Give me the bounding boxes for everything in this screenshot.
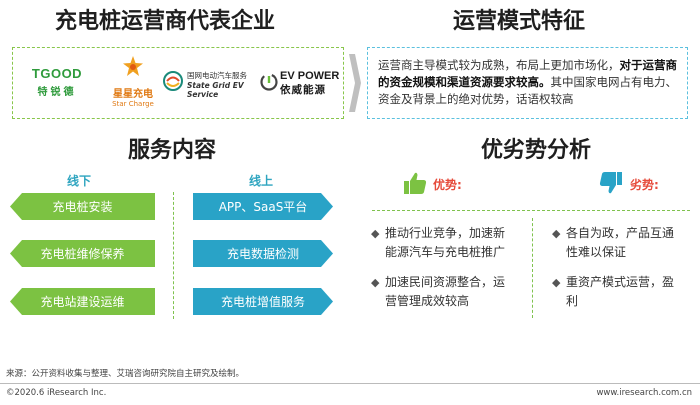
- mode-features-title: 运营模式特征: [453, 9, 586, 34]
- state-grid-en: State Grid EV Service: [187, 81, 244, 99]
- offline-item-maintenance: 充电桩维修保养: [10, 240, 155, 267]
- disadvantage-line: 重资产模式运营，盈: [566, 275, 675, 289]
- tgood-logo: TGOOD 特锐德: [23, 66, 91, 98]
- features-text-bold: 对于运营商的资金规模和渠道资源要求较高。: [378, 58, 677, 89]
- analysis-divider-h: [372, 210, 690, 211]
- disadvantage-label: 劣势:: [630, 178, 659, 192]
- star-charge-name: 星星充电: [113, 89, 153, 100]
- offline-item-label: 充电站建设运维: [40, 295, 125, 309]
- website-link[interactable]: www.iresearch.com.cn: [596, 388, 692, 398]
- disadvantage-item: ◆ 各自为政，产品互通 性难以保证: [552, 224, 675, 262]
- company-logos-panel: TGOOD 特锐德 星星充电 Star Charge 国网电动汽车服务 Stat…: [12, 47, 344, 119]
- right-arrow-shape: [193, 288, 333, 315]
- left-arrow-shape: [10, 240, 155, 267]
- advantage-label: 优势:: [433, 178, 462, 192]
- diamond-bullet-icon: ◆: [552, 276, 561, 289]
- right-arrow-shape: [193, 193, 333, 220]
- analysis-title: 优劣势分析: [481, 138, 592, 163]
- offline-item-install: 充电桩安装: [10, 193, 155, 220]
- chevron-right-icon: [349, 54, 361, 112]
- disadvantage-line: 利: [566, 294, 579, 308]
- online-item-label: 充电桩增值服务: [220, 295, 305, 309]
- state-grid-icon: [163, 71, 183, 91]
- diamond-bullet-icon: ◆: [371, 276, 380, 289]
- tgood-logo-text: TGOOD: [31, 66, 83, 81]
- advantage-line: 加速民间资源整合，运: [385, 275, 506, 289]
- diamond-bullet-icon: ◆: [371, 227, 380, 240]
- companies-title: 充电桩运营商代表企业: [55, 9, 276, 34]
- tgood-logo-cn: 特锐德: [37, 87, 77, 98]
- star-charge-icon: [123, 56, 143, 76]
- advantage-line: 能源汽车与充电桩推广: [385, 245, 506, 259]
- advantage-item: ◆ 推动行业竞争，加速新 能源汽车与充电桩推广: [371, 224, 506, 262]
- features-text-2: 其中国家电网占有电力、资金及背景上的绝对优势，话语权较高: [378, 75, 677, 106]
- ev-power-icon: [260, 73, 278, 91]
- service-divider: [173, 192, 174, 319]
- advantage-item: ◆ 加速民间资源整合，运 营管理成效较高: [371, 273, 506, 311]
- online-label: 线上: [249, 174, 274, 188]
- thumbs-down-icon: [599, 172, 622, 194]
- disadvantage-item: ◆ 重资产模式运营，盈 利: [552, 273, 675, 311]
- analysis-divider-v: [532, 218, 533, 318]
- mode-features-box: 运营商主导模式较为成熟，布局上更加市场化，对于运营商的资金规模和渠道资源要求较高…: [367, 47, 688, 119]
- footer-divider: [0, 383, 700, 384]
- advantage-line: 推动行业竞争，加速新: [385, 226, 506, 240]
- advantage-line: 营管理成效较高: [385, 294, 470, 308]
- features-text-1: 运营商主导模式较为成熟，布局上更加市场化，: [378, 58, 620, 72]
- disadvantage-line: 性难以保证: [566, 245, 627, 259]
- disadvantage-line: 各自为政，产品互通: [566, 226, 675, 240]
- online-item-label: 充电数据检测: [226, 247, 299, 261]
- left-arrow-shape: [10, 288, 155, 315]
- star-charge-logo: 星星充电 Star Charge: [107, 55, 159, 108]
- source-note: 来源：公开资料收集与整理、艾瑞咨询研究院自主研究及绘制。: [6, 369, 245, 379]
- star-charge-en: Star Charge: [112, 100, 154, 108]
- online-item-detection: 充电数据检测: [193, 240, 333, 267]
- copyright: ©2020.6 iResearch Inc.: [6, 388, 107, 398]
- offline-item-operation: 充电站建设运维: [10, 288, 155, 315]
- state-grid-cn: 国网电动汽车服务: [187, 71, 247, 80]
- ev-power-en: EV POWER: [280, 70, 340, 82]
- thumbs-up-icon: [404, 172, 427, 194]
- left-arrow-shape: [10, 193, 155, 220]
- state-grid-logo: 国网电动汽车服务 State Grid EV Service: [163, 70, 261, 99]
- offline-item-label: 充电桩维修保养: [40, 247, 125, 261]
- online-item-platform: APP、SaaS平台: [193, 193, 333, 220]
- offline-item-label: 充电桩安装: [52, 200, 113, 214]
- ev-power-logo: EV POWER 依威能源: [260, 70, 344, 97]
- online-item-label: APP、SaaS平台: [218, 200, 308, 214]
- offline-label: 线下: [67, 174, 92, 188]
- ev-power-cn: 依威能源: [280, 84, 326, 96]
- online-item-value-added: 充电桩增值服务: [193, 288, 333, 315]
- right-arrow-shape: [193, 240, 333, 267]
- diamond-bullet-icon: ◆: [552, 227, 561, 240]
- service-title: 服务内容: [128, 138, 217, 163]
